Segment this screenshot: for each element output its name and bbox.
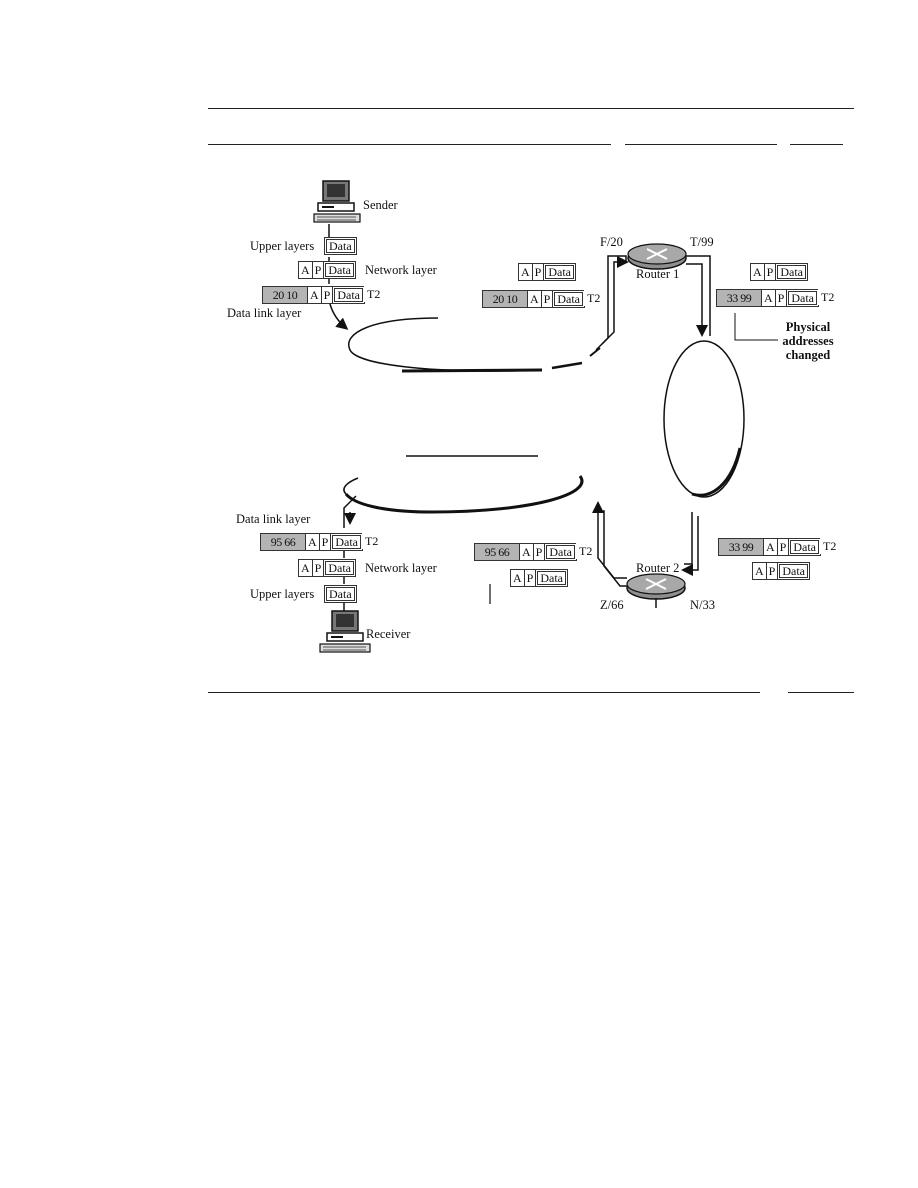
trailer-cell: T2 xyxy=(818,289,837,305)
logical-src-cell: A xyxy=(519,543,534,561)
trailer-cell: T2 xyxy=(362,533,381,549)
data-cell: Data xyxy=(332,286,366,304)
sender-upper-frame: Data xyxy=(324,237,357,255)
data-cell: Data xyxy=(552,290,586,308)
receiver-computer-icon xyxy=(319,610,371,653)
logical-src-cell: A xyxy=(298,261,313,279)
net3-datalink-frame: 95 66 A P Data T2 xyxy=(474,543,595,561)
data-cell: Data xyxy=(324,585,357,603)
net1-network-frame: A P Data xyxy=(518,263,577,281)
sender-network-frame: A P Data xyxy=(298,261,357,279)
diagram-lines xyxy=(313,180,778,653)
net2-datalink-frame: 33 99 A P Data T2 xyxy=(716,289,837,307)
logical-src-cell: A xyxy=(298,559,313,577)
receiver-datalink-label: Data link layer xyxy=(236,512,311,526)
sender-network-layer-label: Network layer xyxy=(365,263,437,277)
sender-upper-layers-label: Upper layers xyxy=(250,239,315,253)
net2b-datalink-frame: 33 99 A P Data T2 xyxy=(718,538,839,556)
physical-address-cell: 95 66 xyxy=(260,533,306,551)
top-rule xyxy=(208,108,854,109)
data-cell: Data xyxy=(535,569,569,587)
physical-address-cell: 33 99 xyxy=(718,538,764,556)
physical-address-cell: 20 10 xyxy=(482,290,528,308)
receiver-datalink-frame: 95 66 A P Data T2 xyxy=(260,533,381,551)
physical-address-cell: 95 66 xyxy=(474,543,520,561)
sender-computer-icon xyxy=(313,180,361,223)
data-cell: Data xyxy=(775,263,809,281)
logical-dst-cell: P xyxy=(776,538,790,556)
header-rule-3 xyxy=(790,144,843,145)
data-cell: Data xyxy=(544,543,578,561)
trailer-cell: T2 xyxy=(820,538,839,554)
logical-src-cell: A xyxy=(750,263,765,281)
receiver-label: Receiver xyxy=(366,627,411,641)
logical-src-cell: A xyxy=(305,533,320,551)
receiver-upper-frame: Data xyxy=(324,585,357,603)
receiver-network-frame: A P Data xyxy=(298,559,357,577)
physical-address-cell: 33 99 xyxy=(716,289,762,307)
logical-src-cell: A xyxy=(761,289,776,307)
net1-datalink-frame: 20 10 A P Data T2 xyxy=(482,290,603,308)
bottom-rule-2 xyxy=(788,692,854,693)
data-cell: Data xyxy=(543,263,577,281)
receiver-network-layer-label: Network layer xyxy=(365,561,437,575)
router2-left-port: Z/66 xyxy=(600,598,624,612)
header-rule-1 xyxy=(208,144,611,145)
logical-src-cell: A xyxy=(752,562,767,580)
data-cell: Data xyxy=(788,538,822,556)
net3-network-frame: A P Data xyxy=(510,569,569,587)
router1-left-port: F/20 xyxy=(600,235,623,249)
header-rule-2 xyxy=(625,144,777,145)
physical-address-cell: 20 10 xyxy=(262,286,308,304)
data-cell: Data xyxy=(324,237,357,255)
sender-datalink-label: Data link layer xyxy=(227,306,302,320)
router1-label: Router 1 xyxy=(636,267,680,281)
data-cell: Data xyxy=(323,261,357,279)
trailer-cell: T2 xyxy=(584,290,603,306)
logical-src-cell: A xyxy=(527,290,542,308)
logical-src-cell: A xyxy=(307,286,322,304)
bottom-rule-1 xyxy=(208,692,760,693)
net2-network-frame: A P Data xyxy=(750,263,809,281)
data-cell: Data xyxy=(323,559,357,577)
note-physical-addresses-changed: Physical addresses changed xyxy=(782,320,834,362)
data-cell: Data xyxy=(330,533,364,551)
network-diagram: Sender Upper layers Data A P Data Networ… xyxy=(222,178,839,656)
data-cell: Data xyxy=(786,289,820,307)
trailer-cell: T2 xyxy=(576,543,595,559)
logical-src-cell: A xyxy=(510,569,525,587)
net2b-network-frame: A P Data xyxy=(752,562,811,580)
logical-src-cell: A xyxy=(763,538,778,556)
data-cell: Data xyxy=(777,562,811,580)
sender-label: Sender xyxy=(363,198,398,212)
receiver-upper-layers-label: Upper layers xyxy=(250,587,315,601)
router2-label: Router 2 xyxy=(636,561,680,575)
router2-right-port: N/33 xyxy=(690,598,715,612)
sender-datalink-frame: 20 10 A P Data T2 xyxy=(262,286,383,304)
router1-right-port: T/99 xyxy=(690,235,714,249)
logical-src-cell: A xyxy=(518,263,533,281)
trailer-cell: T2 xyxy=(364,286,383,302)
